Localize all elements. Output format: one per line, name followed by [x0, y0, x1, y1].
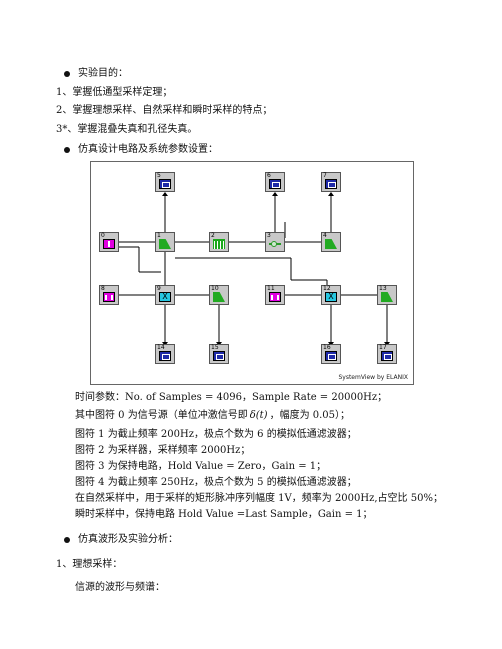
token-number: 5 [157, 172, 161, 179]
hold-icon [269, 239, 281, 249]
time-parameters: 时间参数：No. of Samples = 4096，Sample Rate =… [75, 392, 388, 403]
token-number: 15 [211, 344, 219, 351]
token-1-lowpass-filter[interactable]: 1 [155, 232, 175, 252]
token-number: 0 [101, 232, 105, 239]
multiplier-icon: X [159, 292, 171, 302]
subheading-source-waveform: 信源的波形与频谱： [75, 582, 165, 593]
param-line-natural-sampling: 在自然采样中，用于采样的矩形脉冲序列幅度 1V，频率为 2000Hz,占空比 5… [75, 493, 443, 504]
param-text-tail: ，幅度为 0.05）； [269, 410, 351, 421]
diagram-connections [119, 192, 390, 346]
token-number: 1 [157, 232, 161, 239]
token-9-multiplier[interactable]: 9 X [155, 285, 175, 305]
sink-icon [159, 179, 171, 189]
token-17-sink[interactable]: 17 [377, 344, 397, 364]
token-8-pulse-source[interactable]: 8 [99, 285, 119, 305]
token-10-lowpass-filter[interactable]: 10 [209, 285, 229, 305]
token-number: 14 [157, 344, 165, 351]
purpose-item-2: 2、掌握理想采样、自然采样和瞬时采样的特点； [56, 105, 273, 116]
token-number: 2 [211, 232, 215, 239]
token-number: 12 [323, 285, 331, 292]
token-0-source[interactable]: 0 [99, 232, 119, 252]
systemview-diagram: 5 6 7 0 1 2 3 4 8 9 X 10 11 [90, 161, 414, 385]
token-3-hold[interactable]: 3 [265, 232, 285, 252]
sink-icon [159, 351, 171, 361]
subheading-ideal-sampling: 1、理想采样： [56, 559, 123, 570]
sampler-icon [213, 239, 225, 249]
token-number: 4 [323, 232, 327, 239]
sink-icon [213, 351, 225, 361]
section-heading-circuit: 仿真设计电路及系统参数设置： [78, 144, 218, 155]
token-13-lowpass-filter[interactable]: 13 [377, 285, 397, 305]
param-line-instant-sampling: 瞬时采样中，保持电路 Hold Value =Last Sample，Gain … [75, 509, 373, 520]
token-number: 17 [379, 344, 387, 351]
lowpass-filter-icon [325, 239, 337, 249]
token-number: 7 [323, 172, 327, 179]
arrowhead [162, 192, 168, 196]
token-7-sink[interactable]: 7 [321, 172, 341, 192]
token-number: 10 [211, 285, 219, 292]
token-12-multiplier[interactable]: 12 X [321, 285, 341, 305]
sink-icon [325, 179, 337, 189]
bullet [64, 147, 70, 153]
arrowhead [272, 192, 278, 196]
bullet [64, 71, 70, 77]
token-number: 3 [267, 232, 271, 239]
token-5-sink[interactable]: 5 [155, 172, 175, 192]
token-number: 6 [267, 172, 271, 179]
param-text: 其中图符 0 为信号源（单位冲激信号即 [75, 410, 248, 421]
impulse-source-icon [103, 239, 115, 249]
token-11-pulse-source[interactable]: 11 [265, 285, 285, 305]
lowpass-filter-icon [381, 292, 393, 302]
arrowhead [328, 192, 334, 196]
delta-math: δ(t) [249, 410, 268, 421]
token-number: 16 [323, 344, 331, 351]
token-2-sampler[interactable]: 2 [209, 232, 229, 252]
purpose-item-3: 3*、掌握混叠失真和孔径失真。 [56, 124, 198, 135]
param-line-token2: 图符 2 为采样器，采样频率 2000Hz； [75, 445, 251, 456]
token-number: 13 [379, 285, 387, 292]
systemview-brand: SystemView by ELANIX [338, 374, 408, 381]
sink-icon [269, 179, 281, 189]
token-number: 9 [157, 285, 161, 292]
token-number: 8 [101, 285, 105, 292]
token-15-sink[interactable]: 15 [209, 344, 229, 364]
pulse-train-icon [103, 292, 115, 302]
token-6-sink[interactable]: 6 [265, 172, 285, 192]
bullet [64, 537, 70, 543]
token-16-sink[interactable]: 16 [321, 344, 341, 364]
sink-icon [325, 351, 337, 361]
param-line-token4: 图符 4 为截止频率 250Hz，极点个数为 5 的模拟低通滤波器； [75, 477, 357, 488]
token-number: 11 [267, 285, 275, 292]
token-4-lowpass-filter[interactable]: 4 [321, 232, 341, 252]
lowpass-filter-icon [213, 292, 225, 302]
multiplier-icon: X [325, 292, 337, 302]
section-heading-purpose: 实验目的： [78, 68, 128, 79]
sink-icon [381, 351, 393, 361]
purpose-item-1: 1、掌握低通型采样定理； [56, 87, 173, 98]
token-14-sink[interactable]: 14 [155, 344, 175, 364]
param-line-token1: 图符 1 为截止频率 200Hz，极点个数为 6 的模拟低通滤波器； [75, 429, 357, 440]
section-heading-analysis: 仿真波形及实验分析： [78, 534, 178, 545]
param-line-token3: 图符 3 为保持电路，Hold Value = Zero，Gain = 1； [75, 461, 327, 472]
pulse-train-icon [269, 292, 281, 302]
lowpass-filter-icon [159, 239, 171, 249]
